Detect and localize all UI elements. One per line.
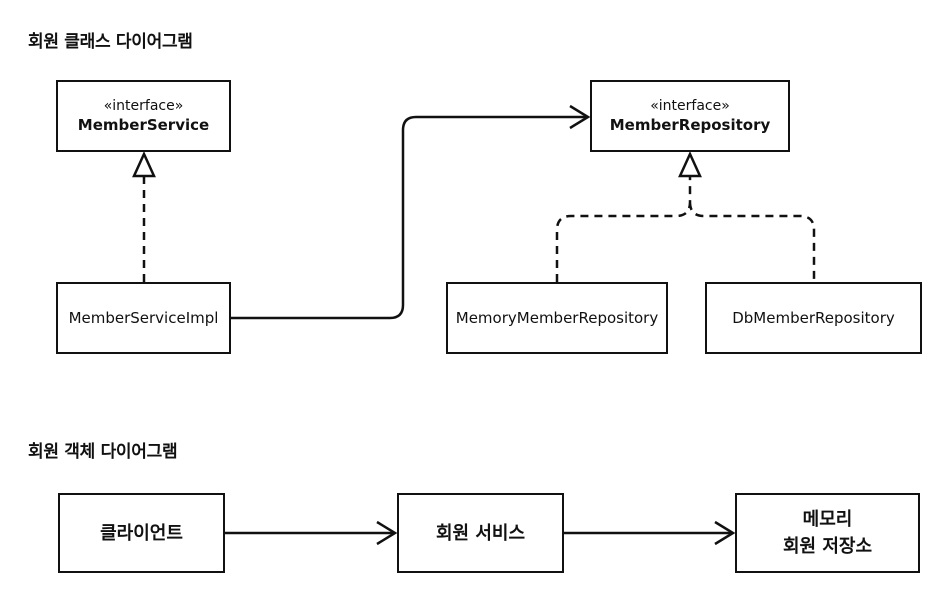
service-to-repository-association-line [231,115,588,320]
member-repository-association-arrowhead [569,104,591,130]
client-to-service-arrowhead [376,520,398,546]
member-repository-class-name: MemberRepository [609,116,771,134]
service-to-store-arrowhead [714,520,736,546]
member-service-interface-box: «interface» MemberService [56,80,231,152]
member-service-realization-arrowhead [132,150,156,178]
member-service-impl-class-box: MemberServiceImpl [56,282,231,354]
db-member-repository-class-box: DbMemberRepository [705,282,922,354]
member-service-class-name: MemberService [77,116,210,134]
object-diagram-title: 회원 객체 다이어그램 [28,442,178,462]
client-object-name: 클라이언트 [100,522,183,544]
member-service-impl-class-name: MemberServiceImpl [68,309,219,327]
member-repository-realization-arrowhead [678,150,702,178]
memory-member-store-object-box: 메모리 회원 저장소 [735,493,920,573]
interface-stereotype: «interface» [103,98,184,114]
class-diagram-title: 회원 클래스 다이어그램 [28,32,193,52]
memory-store-name-line2: 회원 저장소 [782,536,873,557]
memory-member-repository-class-box: MemoryMemberRepository [446,282,668,354]
member-service-object-name: 회원 서비스 [435,522,526,544]
member-repository-interface-box: «interface» MemberRepository [590,80,790,152]
interface-stereotype: «interface» [650,98,730,114]
db-member-repository-class-name: DbMemberRepository [732,309,895,327]
memory-member-repository-class-name: MemoryMemberRepository [455,309,659,327]
client-object-box: 클라이언트 [58,493,225,573]
implements-member-repository-connector [555,176,816,282]
member-service-object-box: 회원 서비스 [397,493,564,573]
memory-store-name-line1: 메모리 [802,509,853,530]
